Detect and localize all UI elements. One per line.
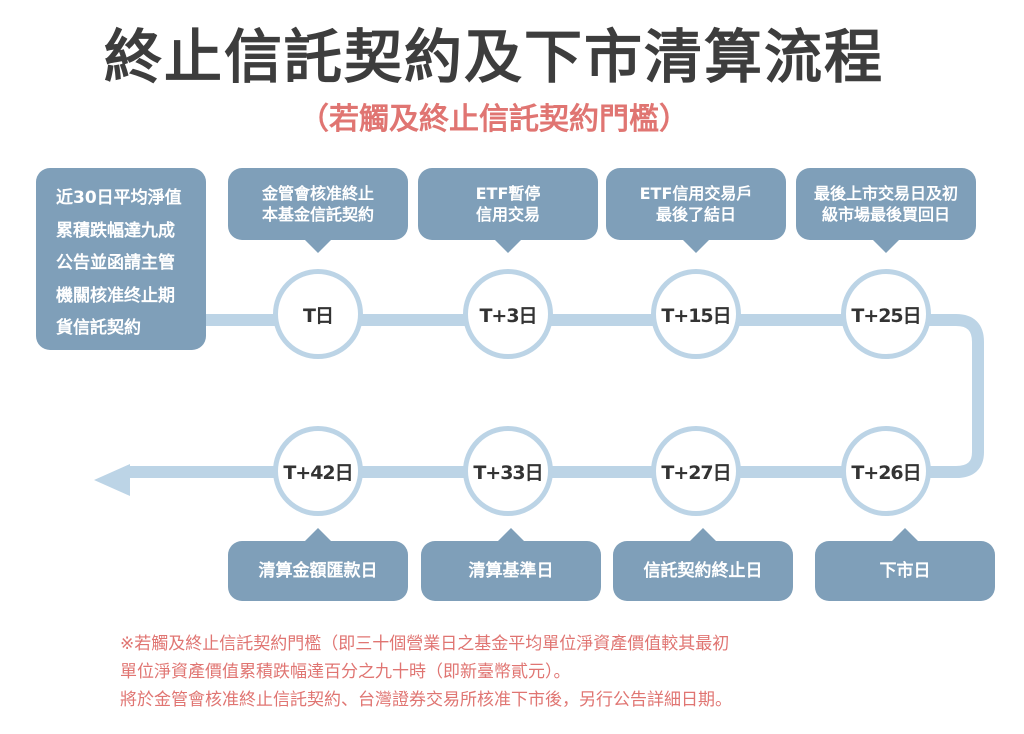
event-text: ETF信用交易戶 <box>639 184 753 203</box>
event-box-t27: 信託契約終止日 <box>613 528 793 601</box>
day-node-t25: T+25日 <box>841 269 931 359</box>
event-text: 級市場最後買回日 <box>821 205 950 224</box>
day-node-t26: T+26日 <box>841 426 931 516</box>
footnote: ※若觸及終止信託契約門檻（即三十個營業日之基金平均單位淨資產價值較其最初 單位淨… <box>120 630 980 714</box>
trigger-box: 近30日平均淨值 累積跌幅達九成 公告並函請主管 機關核准终止期 貨信託契約 <box>36 168 206 350</box>
event-box-t33: 清算基準日 <box>421 528 601 601</box>
arrow-left-icon <box>94 464 130 496</box>
footnote-line: 單位淨資產價值累積跌幅達百分之九十時（即新臺幣貳元）。 <box>120 662 571 682</box>
day-node-t42: T+42日 <box>273 426 363 516</box>
trigger-line: 貨信託契約 <box>56 318 141 338</box>
event-text: 信用交易 <box>475 205 540 224</box>
day-node-t15: T+15日 <box>651 269 741 359</box>
event-box-t25: 最後上市交易日及初 級市場最後買回日 <box>796 168 976 253</box>
page-title: 終止信託契約及下市清算流程 <box>103 23 884 91</box>
event-text: 清算基準日 <box>468 560 554 581</box>
event-text: 信託契約終止日 <box>643 560 763 581</box>
trigger-line: 機關核准终止期 <box>56 285 175 306</box>
event-text: 清算金額匯款日 <box>258 560 378 581</box>
day-node-t33: T+33日 <box>463 426 553 516</box>
trigger-line: 累積跌幅達九成 <box>56 220 175 241</box>
trigger-line: 公告並函請主管 <box>56 253 175 273</box>
event-box-t15: ETF信用交易戶 最後了結日 <box>606 168 786 253</box>
event-text: 最後上市交易日及初 <box>813 184 958 203</box>
page-subtitle: （若觸及終止信託契約門檻） <box>299 102 689 137</box>
connector-line <box>126 314 984 478</box>
event-text: 本基金信託契約 <box>261 205 374 224</box>
day-node-t27: T+27日 <box>651 426 741 516</box>
event-box-t26: 下市日 <box>815 528 995 601</box>
day-node-t3: T+3日 <box>463 269 553 359</box>
event-box-t3: ETF暫停 信用交易 <box>418 168 598 253</box>
event-box-t: 金管會核准終止 本基金信託契約 <box>228 168 408 253</box>
event-box-t42: 清算金額匯款日 <box>228 528 408 601</box>
footnote-line: 將於金管會核准終止信託契約、台灣證券交易所核准下市後，另行公告詳細日期。 <box>120 690 732 710</box>
event-text: ETF暫停 <box>475 184 541 203</box>
event-text: 最後了結日 <box>655 205 736 224</box>
trigger-line: 近30日平均淨值 <box>56 188 182 208</box>
footnote-line: ※若觸及終止信託契約門檻（即三十個營業日之基金平均單位淨資產價值較其最初 <box>120 634 730 654</box>
event-text: 金管會核准終止 <box>261 184 374 203</box>
day-node-t: T日 <box>273 269 363 359</box>
event-text: 下市日 <box>879 560 931 581</box>
